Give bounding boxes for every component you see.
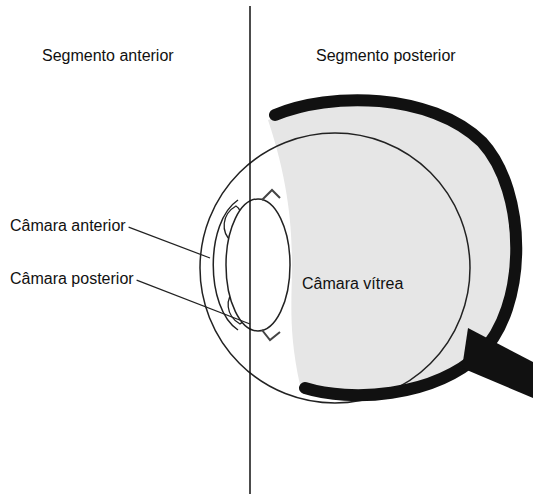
segment-divider — [249, 6, 251, 494]
lens — [226, 199, 290, 331]
chamber-label: Câmara vítrea — [302, 275, 403, 293]
optic-nerve — [462, 328, 533, 398]
chamber-label: Câmara anterior — [10, 217, 126, 235]
chamber-label: Câmara posterior — [10, 270, 134, 288]
segment-label: Segmento posterior — [316, 47, 456, 65]
ciliary-body-lower — [262, 330, 280, 340]
ciliary-body-upper — [262, 190, 280, 200]
leader-line — [129, 227, 210, 258]
eyeball-outline — [200, 133, 470, 403]
segment-label: Segmento anterior — [42, 47, 174, 65]
leader-line — [137, 280, 250, 324]
